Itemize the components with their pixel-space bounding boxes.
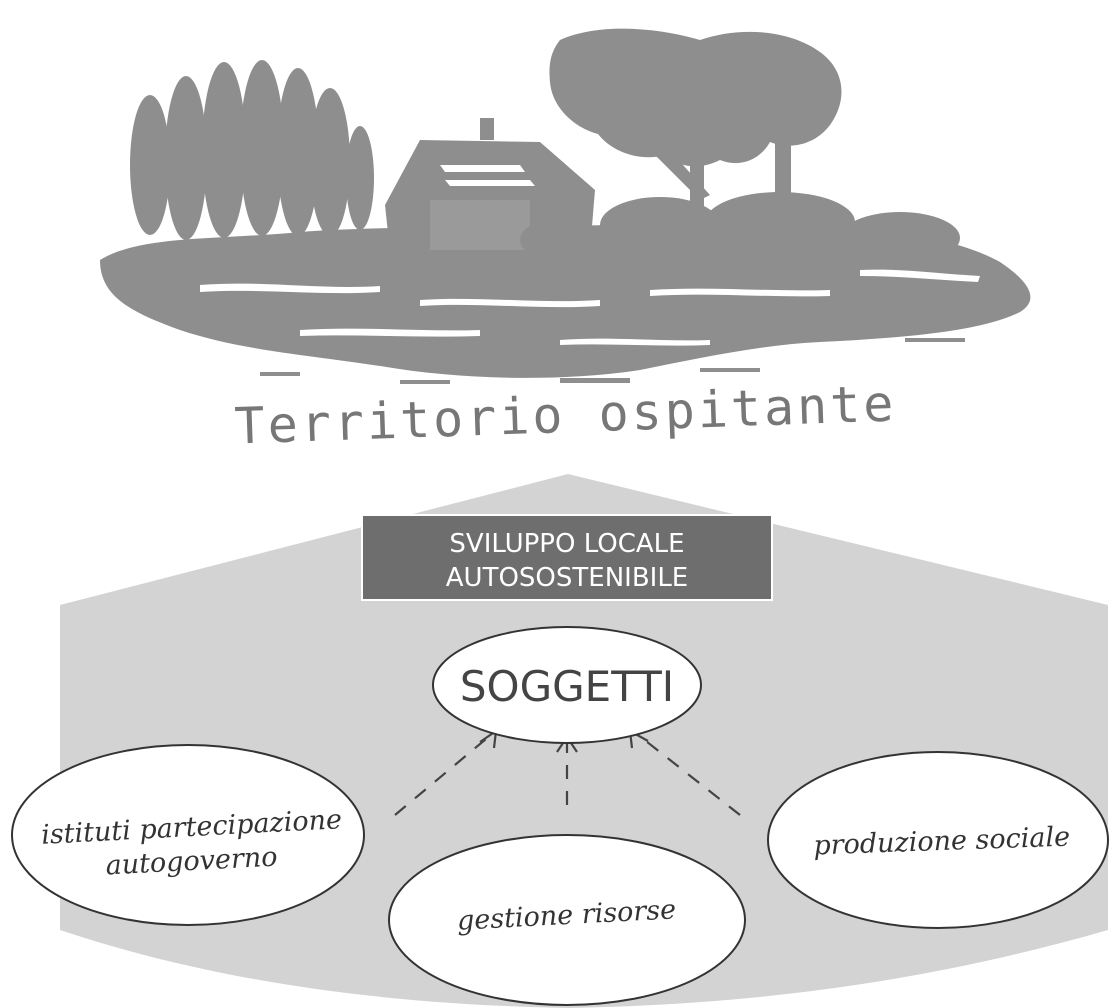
node-left: istituti partecipazione autogoverno (12, 745, 364, 925)
poplar-trees (130, 60, 374, 240)
banner: SVILUPPO LOCALE AUTOSOSTENIBILE (362, 515, 772, 600)
diagram-title: Territorio ospitante (234, 374, 898, 455)
center-node: SOGGETTI (433, 627, 701, 743)
banner-line-2: AUTOSOSTENIBILE (446, 563, 688, 593)
banner-line-1: SVILUPPO LOCALE (449, 529, 684, 559)
oak-trees (549, 29, 841, 210)
landscape-illustration (100, 29, 1030, 384)
center-node-label: SOGGETTI (460, 662, 674, 711)
node-middle: gestione risorse (389, 835, 745, 1005)
node-right: produzione sociale (768, 752, 1108, 928)
